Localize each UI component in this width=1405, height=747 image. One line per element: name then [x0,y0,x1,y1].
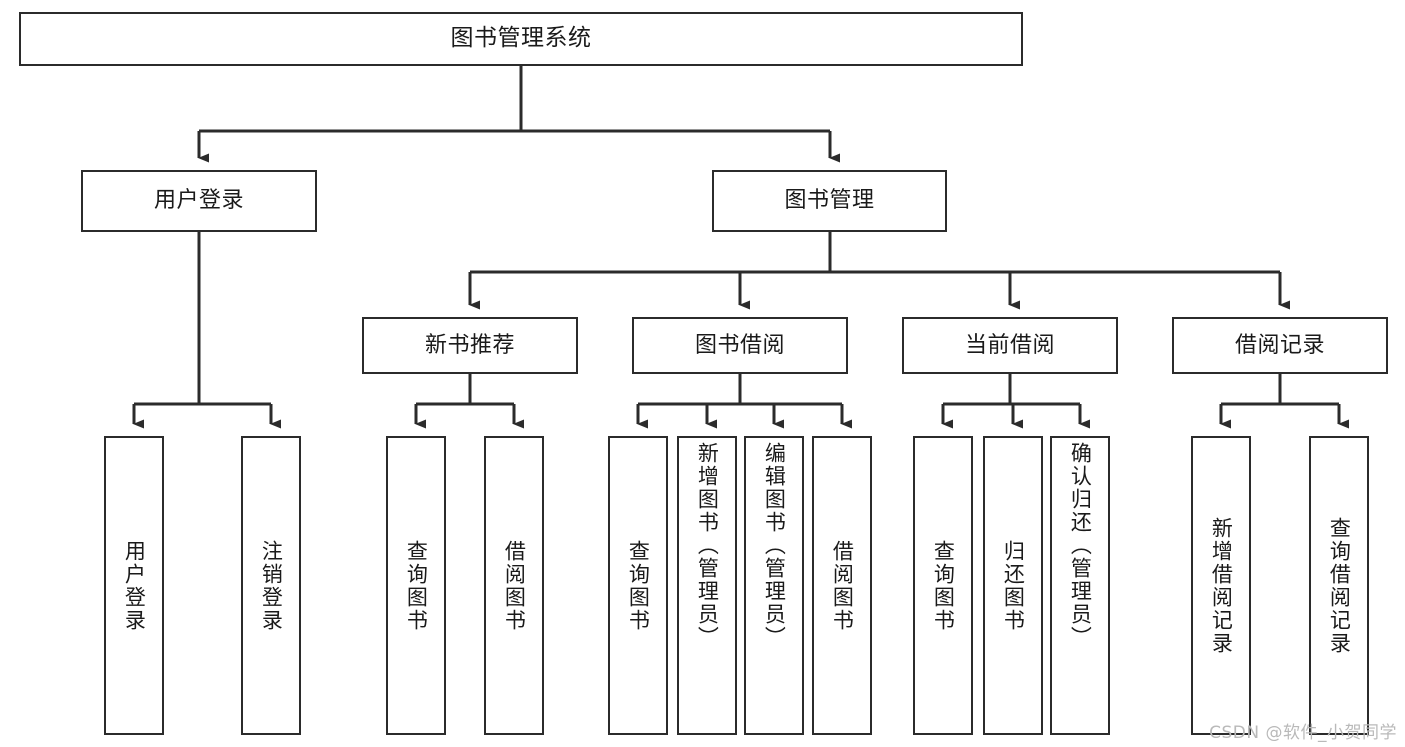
node-label: 查询图书 [404,539,429,632]
node-user-login[interactable]: 用户登录 [81,170,317,232]
node-label: 归还图书 [1001,539,1026,632]
edge-group-book-manage [468,232,1290,310]
node-label: 图书借阅 [694,332,785,358]
node-leaf-add-borrow-record[interactable]: 新增借阅记录 [1191,436,1251,735]
edge-group-borrow-record [1219,374,1349,429]
node-leaf-return-book[interactable]: 归还图书 [983,436,1043,735]
node-label: 借阅图书 [830,539,855,632]
node-leaf-query-borrow-record[interactable]: 查询借阅记录 [1309,436,1369,735]
node-current-borrow[interactable]: 当前借阅 [902,317,1118,374]
node-label: 用户登录 [153,188,244,214]
node-label: 查询借阅记录 [1327,516,1352,655]
node-label: 确认归还（管理员） [1068,442,1093,649]
node-label: 用户登录 [122,539,147,632]
edge-group-user-login [132,232,281,429]
node-leaf-query-book-recommend[interactable]: 查询图书 [386,436,446,735]
node-leaf-query-book-current[interactable]: 查询图书 [913,436,973,735]
node-new-book-recommend[interactable]: 新书推荐 [362,317,578,374]
node-leaf-query-book-borrow[interactable]: 查询图书 [608,436,668,735]
node-label: 借阅图书 [502,539,527,632]
edge-group-new-book-rec [414,374,524,429]
node-leaf-user-logout[interactable]: 注销登录 [241,436,301,735]
node-label: 借阅记录 [1234,332,1325,358]
node-root-system[interactable]: 图书管理系统 [19,12,1023,66]
node-label: 编辑图书（管理员） [762,442,787,649]
node-book-management[interactable]: 图书管理 [712,170,947,232]
node-label: 图书管理系统 [450,25,592,52]
node-borrow-record[interactable]: 借阅记录 [1172,317,1388,374]
node-leaf-edit-book[interactable]: 编辑图书（管理员） [744,436,804,735]
edge-group-root [197,66,840,163]
node-book-borrow[interactable]: 图书借阅 [632,317,848,374]
node-label: 注销登录 [259,539,284,632]
node-label: 查询图书 [931,539,956,632]
csdn-watermark: CSDN @软件_小贺同学 [1209,723,1397,743]
node-leaf-confirm-return[interactable]: 确认归还（管理员） [1050,436,1110,735]
node-label: 当前借阅 [964,332,1055,358]
node-label: 新书推荐 [424,332,515,358]
node-label: 查询图书 [626,539,651,632]
node-label: 新增图书（管理员） [695,442,720,649]
edge-group-current-borrow [941,374,1090,429]
node-leaf-borrow-book-recommend[interactable]: 借阅图书 [484,436,544,735]
edge-group-book-borrow [636,374,852,429]
node-leaf-add-book[interactable]: 新增图书（管理员） [677,436,737,735]
node-leaf-borrow-book[interactable]: 借阅图书 [812,436,872,735]
node-label: 图书管理 [784,188,875,214]
node-label: 新增借阅记录 [1209,516,1234,655]
node-leaf-user-login[interactable]: 用户登录 [104,436,164,735]
